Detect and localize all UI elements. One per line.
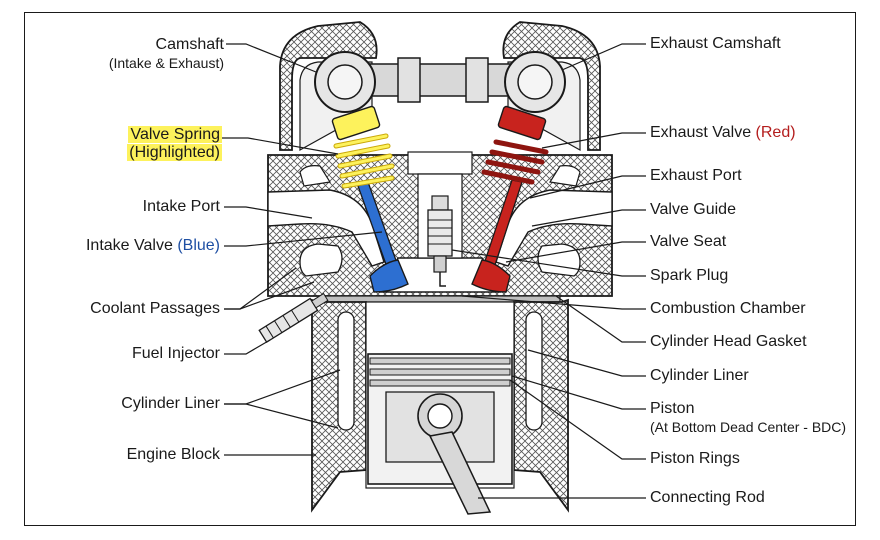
intake-valve-color-text: (Blue) xyxy=(177,237,220,254)
leader-lines xyxy=(222,43,646,499)
label-cylinder-liner-left: Cylinder Liner xyxy=(121,395,220,412)
label-exhaust-port: Exhaust Port xyxy=(650,167,742,184)
label-valve-guide: Valve Guide xyxy=(650,201,736,218)
label-engine-block: Engine Block xyxy=(126,446,220,463)
label-coolant-passages: Coolant Passages xyxy=(90,300,220,317)
piston-sub-label: (At Bottom Dead Center - BDC) xyxy=(650,419,847,435)
exhaust-valve-color-text: (Red) xyxy=(755,124,796,141)
fuel-injector xyxy=(258,292,329,344)
coolant-passage-left xyxy=(299,243,343,277)
label-piston: Piston (At Bottom Dead Center - BDC) xyxy=(650,400,846,436)
label-cylinder-head-gasket: Cylinder Head Gasket xyxy=(650,333,807,350)
exhaust-valve xyxy=(471,105,549,293)
label-combustion-chamber: Combustion Chamber xyxy=(650,300,806,317)
label-valve-seat: Valve Seat xyxy=(650,233,727,250)
exhaust-port-cavity xyxy=(495,189,613,267)
valve-spring-label-line1: Valve Spring xyxy=(128,126,222,143)
intake-valve-label-text: Intake Valve xyxy=(85,237,173,254)
liner-slot-right xyxy=(525,311,543,431)
coolant-passage-right xyxy=(537,243,581,277)
diagram-frame xyxy=(24,12,856,526)
piston xyxy=(367,353,513,485)
valve-spring-label-line2: (Highlighted) xyxy=(127,144,222,161)
exhaust-valve-label-text: Exhaust Valve xyxy=(650,124,752,141)
label-connecting-rod: Connecting Rod xyxy=(650,489,765,506)
intake-valve xyxy=(357,181,409,293)
label-piston-rings: Piston Rings xyxy=(650,450,740,467)
intake-port-cavity xyxy=(267,189,385,267)
label-intake-valve: Intake Valve (Blue) xyxy=(86,237,220,255)
piston-label-text: Piston xyxy=(650,400,695,417)
label-fuel-injector: Fuel Injector xyxy=(131,345,220,362)
label-camshaft: Camshaft (Intake & Exhaust) xyxy=(109,36,224,72)
liner-slot-left xyxy=(337,311,355,431)
camshaft-label-text: Camshaft xyxy=(155,36,224,53)
label-exhaust-valve: Exhaust Valve (Red) xyxy=(650,124,796,142)
label-valve-spring: Valve Spring (Highlighted) xyxy=(127,126,222,162)
label-cylinder-liner-right: Cylinder Liner xyxy=(650,367,749,384)
label-exhaust-camshaft: Exhaust Camshaft xyxy=(650,35,781,52)
label-intake-port: Intake Port xyxy=(142,198,220,215)
connecting-rod xyxy=(428,431,492,515)
camshaft-sub-label: (Intake & Exhaust) xyxy=(108,55,224,71)
spark-plug xyxy=(427,195,453,287)
label-spark-plug: Spark Plug xyxy=(650,267,729,284)
intake-valve-spring xyxy=(331,105,395,189)
